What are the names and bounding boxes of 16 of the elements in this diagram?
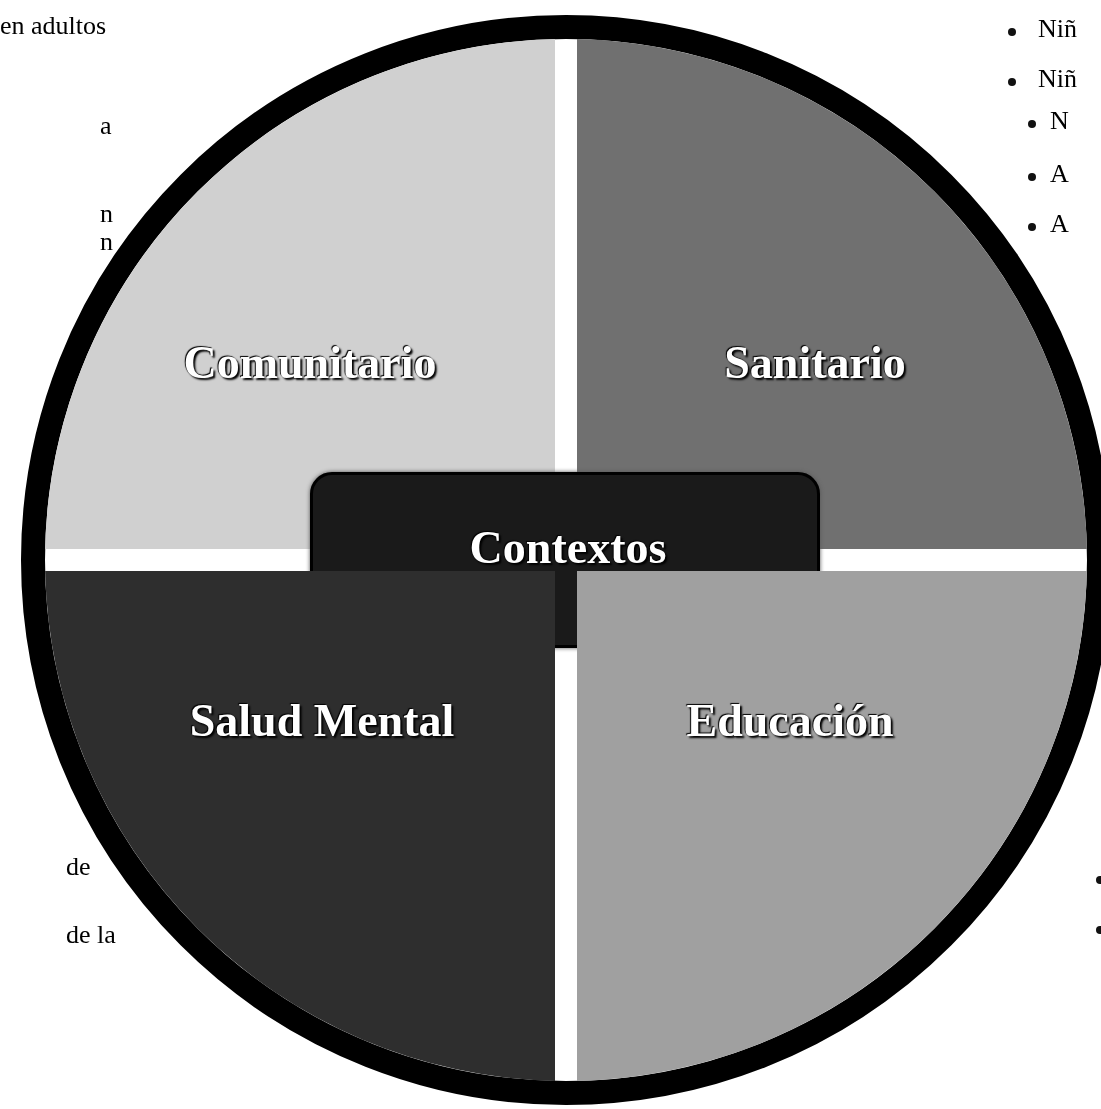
cut-off-text: de (66, 854, 91, 880)
center-label: Contextos (469, 520, 667, 574)
cut-off-text: Niñ (1038, 16, 1077, 42)
cut-off-text: N (1050, 108, 1069, 134)
cut-off-text: Niñ (1038, 66, 1077, 92)
cut-off-text: n (100, 201, 113, 227)
cut-off-text: n (100, 229, 113, 255)
sector-label: Comunitario (183, 335, 437, 389)
cut-off-text: a (100, 113, 112, 139)
cut-off-text: de la (66, 922, 116, 948)
sector-label: Salud Mental (189, 693, 455, 747)
sector-label: Educación (686, 693, 894, 747)
sector-label: Sanitario (724, 335, 906, 389)
cut-off-text: A (1050, 211, 1069, 237)
cut-off-text: en adultos (0, 13, 107, 39)
cut-off-text: A (1050, 161, 1069, 187)
